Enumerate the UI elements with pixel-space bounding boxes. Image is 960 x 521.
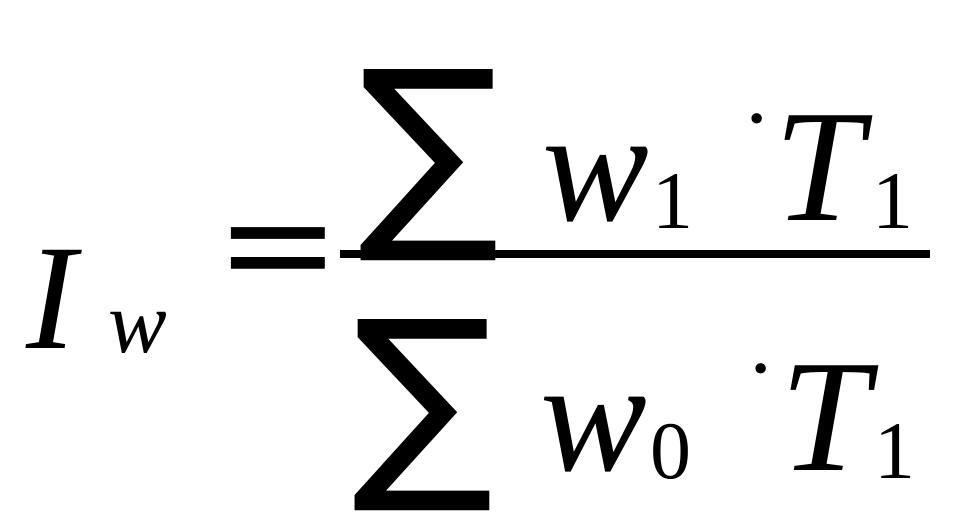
denominator-term-subscript: 1 (874, 405, 915, 496)
fraction-bar (340, 250, 930, 258)
numerator-term-base: T (774, 77, 873, 255)
denominator-weight-base: w (540, 327, 647, 505)
numerator-dot: · (744, 72, 769, 165)
denominator-dot: · (748, 322, 773, 415)
numerator-weight-subscript: 1 (652, 155, 693, 246)
lhs-subscript: w (108, 275, 167, 372)
numerator: ∑ w 1 · T 1 (358, 25, 913, 270)
numerator-weight-base: w (542, 77, 649, 255)
denominator-term-base: T (780, 327, 879, 505)
denominator: ∑ w 0 · T 1 (352, 275, 915, 520)
lhs: I w (25, 215, 167, 381)
equals-sign: = (215, 157, 341, 331)
denominator-sum-symbol: ∑ (352, 275, 494, 520)
denominator-weight-subscript: 0 (650, 405, 691, 496)
numerator-sum-symbol: ∑ (358, 25, 500, 270)
lhs-base: I (25, 215, 82, 381)
numerator-term-subscript: 1 (872, 155, 913, 246)
